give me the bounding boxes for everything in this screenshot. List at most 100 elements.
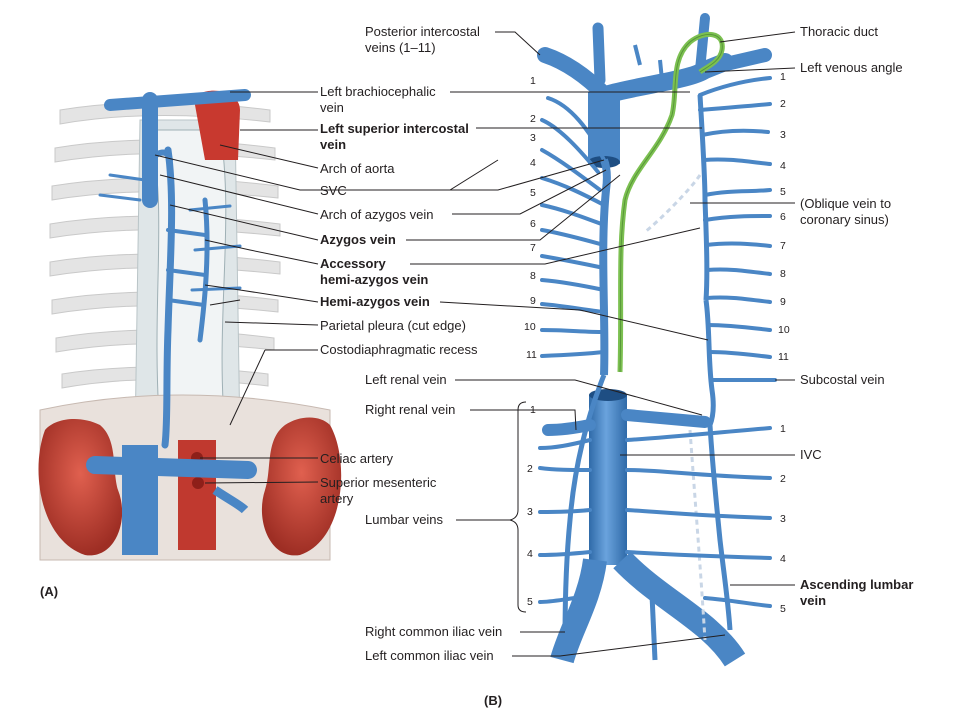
lumbar-veins — [538, 426, 772, 608]
right-brachiocephalic-vein — [537, 47, 613, 103]
label-ascending-lumbar-vein: Ascending lumbar vein — [800, 577, 913, 609]
intercostal-numbers-left: 1 2 3 4 5 6 7 8 9 10 11 — [778, 71, 790, 363]
lumbar-bracket — [509, 401, 527, 613]
right-common-iliac-vein-b — [550, 558, 607, 664]
lumbar-left-3: 3 — [780, 513, 786, 525]
label-celiac-artery: Celiac artery — [320, 451, 393, 466]
ic-left-10: 10 — [778, 324, 790, 336]
left-kidney — [261, 417, 342, 556]
ic-right-5: 5 — [530, 187, 536, 199]
small-branch-top — [633, 44, 664, 81]
ic-left-9: 9 — [780, 296, 786, 308]
panel-a-id: (A) — [40, 584, 58, 599]
thoracic-duct-outline — [619, 34, 723, 373]
lumbar-left-1: 1 — [780, 423, 786, 435]
left-renal-vein-b — [621, 409, 711, 428]
lumbar-left-2: 2 — [780, 473, 786, 485]
label-left-venous-angle: Left venous angle — [800, 60, 903, 75]
ic-right-1: 1 — [530, 75, 536, 87]
left-common-iliac-vein-b — [613, 551, 746, 667]
ic-right-8: 8 — [530, 270, 536, 282]
lumbar-right-3: 3 — [527, 506, 533, 518]
label-line: hemi-azygos vein — [320, 272, 429, 287]
label-line: Posterior intercostal — [365, 24, 480, 39]
lumbar-numbers-right: 1 2 3 4 5 — [527, 404, 536, 608]
label-costodiaphragmatic-recess: Costodiaphragmatic recess — [320, 342, 478, 357]
ic-left-2: 2 — [780, 98, 786, 110]
label-left-superior-intercostal-vein: Left superior intercostal vein — [320, 121, 469, 153]
label-arch-of-azygos-vein: Arch of azygos vein — [320, 207, 434, 222]
intercostal-numbers-right: 1 2 3 4 5 6 7 8 9 10 11 — [524, 75, 537, 361]
panel-b-id: (B) — [484, 693, 502, 708]
label-left-common-iliac-vein: Left common iliac vein — [365, 648, 494, 663]
label-svc: SVC — [320, 183, 347, 198]
label-arch-of-aorta: Arch of aorta — [320, 161, 395, 176]
label-left-renal-vein: Left renal vein — [365, 372, 447, 387]
label-left-brachiocephalic-vein: Left brachiocephalic vein — [320, 84, 436, 116]
label-line: Ascending lumbar — [800, 577, 914, 592]
lumbar-right-5: 5 — [527, 596, 533, 608]
gonadal-dashed — [688, 429, 707, 641]
label-line: vein — [320, 137, 347, 152]
renal-veins-panel-a — [86, 456, 257, 479]
panel-b-schematic: 1 2 3 4 5 6 7 8 9 10 11 1 2 3 4 5 6 7 8 … — [484, 13, 790, 708]
ic-left-8: 8 — [780, 268, 786, 280]
oblique-vein-dashed — [644, 174, 702, 234]
ic-left-3: 3 — [780, 129, 786, 141]
right-jugular — [592, 22, 606, 86]
ic-left-5: 5 — [780, 186, 786, 198]
right-kidney — [38, 418, 123, 556]
label-parietal-pleura: Parietal pleura (cut edge) — [320, 318, 466, 333]
lumbar-numbers-left: 1 2 3 4 5 — [780, 423, 786, 615]
label-line: Accessory — [320, 256, 386, 271]
leader-lines — [154, 31, 796, 657]
label-accessory-hemi-azygos-vein: Accessory hemi-azygos vein — [320, 256, 428, 288]
lumbar-right-2: 2 — [527, 463, 533, 475]
label-azygos-vein: Azygos vein — [320, 232, 396, 247]
label-line: (Oblique vein to — [800, 196, 892, 211]
label-ivc: IVC — [800, 447, 822, 462]
ivc-b — [589, 395, 627, 565]
renal-vein-branch-left — [212, 486, 249, 514]
label-line: vein — [320, 100, 344, 115]
right-intercostal-veins — [540, 96, 606, 358]
label-line: vein — [800, 593, 827, 608]
left-ascending-lumbar-vein — [707, 424, 733, 631]
median-sacral-vein — [649, 594, 658, 661]
lumbar-right-4: 4 — [527, 548, 533, 560]
label-subcostal-vein: Subcostal vein — [800, 372, 885, 387]
ic-right-3: 3 — [530, 132, 536, 144]
ic-right-6: 6 — [530, 218, 536, 230]
label-posterior-intercostal-veins: Posterior intercostal veins (1–11) — [365, 24, 480, 56]
left-intercostal-veins — [698, 76, 777, 383]
label-oblique-vein: (Oblique vein to coronary sinus) — [800, 196, 891, 228]
ic-right-4: 4 — [530, 157, 536, 169]
superior-mesenteric-artery — [192, 477, 204, 489]
ic-left-1: 1 — [780, 71, 786, 83]
lumbar-left-5: 5 — [780, 603, 786, 615]
label-superior-mesenteric-artery: Superior mesenteric artery — [320, 475, 436, 507]
label-line: artery — [320, 491, 354, 506]
ic-left-4: 4 — [780, 160, 786, 172]
label-thoracic-duct: Thoracic duct — [800, 24, 879, 39]
jugular-branch-left — [695, 13, 710, 75]
hemiazygos-b — [703, 299, 716, 426]
label-line: coronary sinus) — [800, 212, 889, 227]
ic-left-11: 11 — [778, 351, 789, 363]
label-line: veins (1–11) — [365, 40, 436, 55]
label-hemi-azygos-vein: Hemi-azygos vein — [320, 294, 430, 309]
panel-a-veins — [98, 89, 251, 449]
lumbar-left-4: 4 — [780, 553, 786, 565]
label-right-common-iliac-vein: Right common iliac vein — [365, 624, 503, 639]
panel-a-illustration: (A) — [38, 89, 342, 599]
label-line: Left superior intercostal — [320, 121, 469, 136]
ic-left-7: 7 — [780, 240, 786, 252]
ic-left-6: 6 — [780, 211, 786, 223]
ic-right-11: 11 — [526, 349, 537, 361]
label-line: Superior mesenteric — [320, 475, 437, 490]
ic-right-9: 9 — [530, 295, 536, 307]
ic-right-10: 10 — [524, 321, 536, 333]
parietal-pleura — [147, 129, 227, 431]
label-line: Left brachiocephalic — [320, 84, 436, 99]
